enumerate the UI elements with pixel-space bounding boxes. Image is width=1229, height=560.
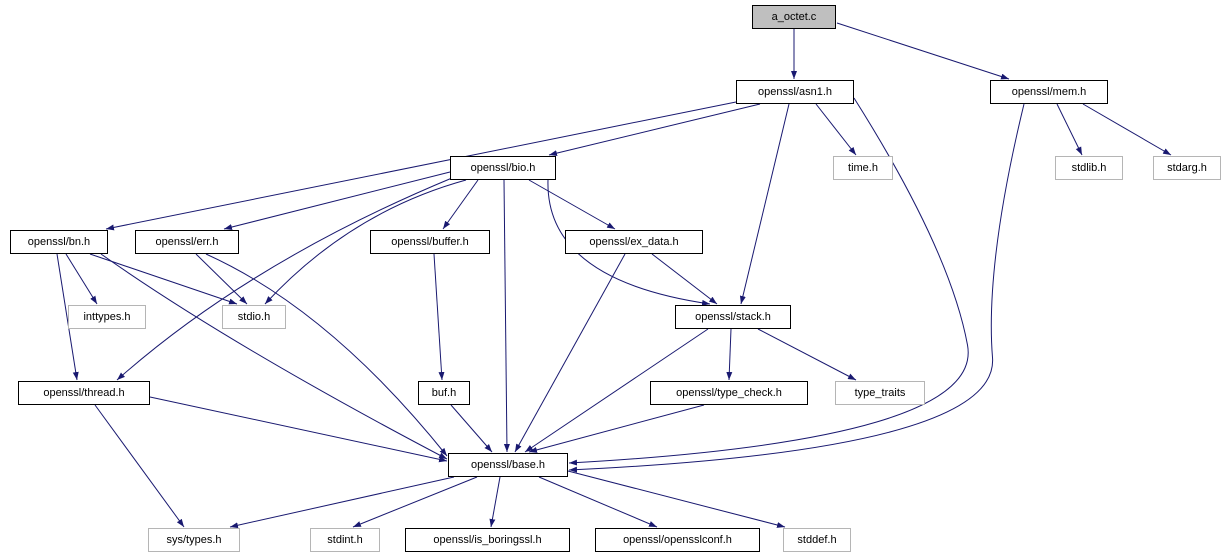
graph-node-mem[interactable]: openssl/mem.h <box>990 80 1108 104</box>
include-edge-type_check-to-base <box>528 404 705 453</box>
include-edge-a_octet_c-to-mem <box>836 22 1010 80</box>
include-edge-mem-to-stdlib <box>1056 103 1083 156</box>
include-edge-mem-to-stdarg <box>1082 103 1172 156</box>
include-edge-thread-to-sys_types <box>94 404 185 528</box>
include-edge-asn1-to-stack <box>739 103 790 305</box>
graph-node-thread[interactable]: openssl/thread.h <box>18 381 150 405</box>
graph-node-stack[interactable]: openssl/stack.h <box>675 305 791 329</box>
include-edge-base-to-is_boringssl <box>489 476 501 528</box>
include-edge-ex_data-to-stack <box>651 253 718 305</box>
graph-node-type_check[interactable]: openssl/type_check.h <box>650 381 808 405</box>
graph-node-opensslconf[interactable]: openssl/opensslconf.h <box>595 528 760 552</box>
include-edge-mem-to-base <box>568 103 1025 473</box>
include-edge-thread-to-base <box>149 396 448 463</box>
include-edge-bn-to-inttypes <box>65 253 98 305</box>
graph-node-stdlib: stdlib.h <box>1055 156 1123 180</box>
include-edge-base-to-stdint <box>352 476 478 528</box>
include-edge-bio-to-stack <box>547 179 711 306</box>
graph-node-time: time.h <box>833 156 893 180</box>
graph-node-buffer[interactable]: openssl/buffer.h <box>370 230 490 254</box>
include-edge-buf-to-base <box>450 404 493 453</box>
graph-node-base[interactable]: openssl/base.h <box>448 453 568 477</box>
include-edge-bn-to-stdio <box>89 253 238 305</box>
include-edge-bn-to-thread <box>56 253 79 381</box>
include-edge-bn-to-base <box>100 253 448 460</box>
include-edge-bio-to-err <box>223 171 451 230</box>
graph-node-type_traits: type_traits <box>835 381 925 405</box>
graph-node-bio[interactable]: openssl/bio.h <box>450 156 556 180</box>
graph-node-is_boringssl[interactable]: openssl/is_boringssl.h <box>405 528 570 552</box>
include-edge-stack-to-type_check <box>726 328 733 381</box>
include-edge-stack-to-type_traits <box>757 328 857 381</box>
graph-node-asn1[interactable]: openssl/asn1.h <box>736 80 854 104</box>
graph-node-stdint: stdint.h <box>310 528 380 552</box>
include-edge-bio-to-ex_data <box>528 179 616 230</box>
graph-node-stdarg: stdarg.h <box>1153 156 1221 180</box>
include-edge-base-to-sys_types <box>229 476 455 529</box>
graph-node-ex_data[interactable]: openssl/ex_data.h <box>565 230 703 254</box>
graph-node-bn[interactable]: openssl/bn.h <box>10 230 108 254</box>
include-edge-buffer-to-buf <box>433 253 445 381</box>
graph-node-err[interactable]: openssl/err.h <box>135 230 239 254</box>
include-edge-bio-to-thread <box>116 177 453 381</box>
include-edge-ex_data-to-base <box>514 253 626 453</box>
include-edge-asn1-to-base <box>568 97 969 466</box>
include-edge-base-to-stddef <box>567 470 786 528</box>
graph-node-stddef: stddef.h <box>783 528 851 552</box>
include-edge-asn1-to-time <box>815 103 857 156</box>
graph-node-inttypes: inttypes.h <box>68 305 146 329</box>
include-edge-bio-to-buffer <box>442 179 479 230</box>
graph-node-a_octet_c: a_octet.c <box>752 5 836 29</box>
graph-node-sys_types: sys/types.h <box>148 528 240 552</box>
edge-group <box>56 22 1172 529</box>
include-edge-stack-to-base <box>524 328 709 453</box>
graph-node-stdio: stdio.h <box>222 305 286 329</box>
include-edge-bio-to-stdio <box>264 179 467 305</box>
include-edge-asn1-to-bio <box>548 103 761 157</box>
include-edge-err-to-base <box>205 253 448 457</box>
include-edge-asn1-to-bn <box>105 101 737 231</box>
include-edge-bio-to-base <box>503 179 510 453</box>
graph-node-buf[interactable]: buf.h <box>418 381 470 405</box>
include-edge-err-to-stdio <box>195 253 248 305</box>
include-edge-base-to-opensslconf <box>538 476 658 528</box>
